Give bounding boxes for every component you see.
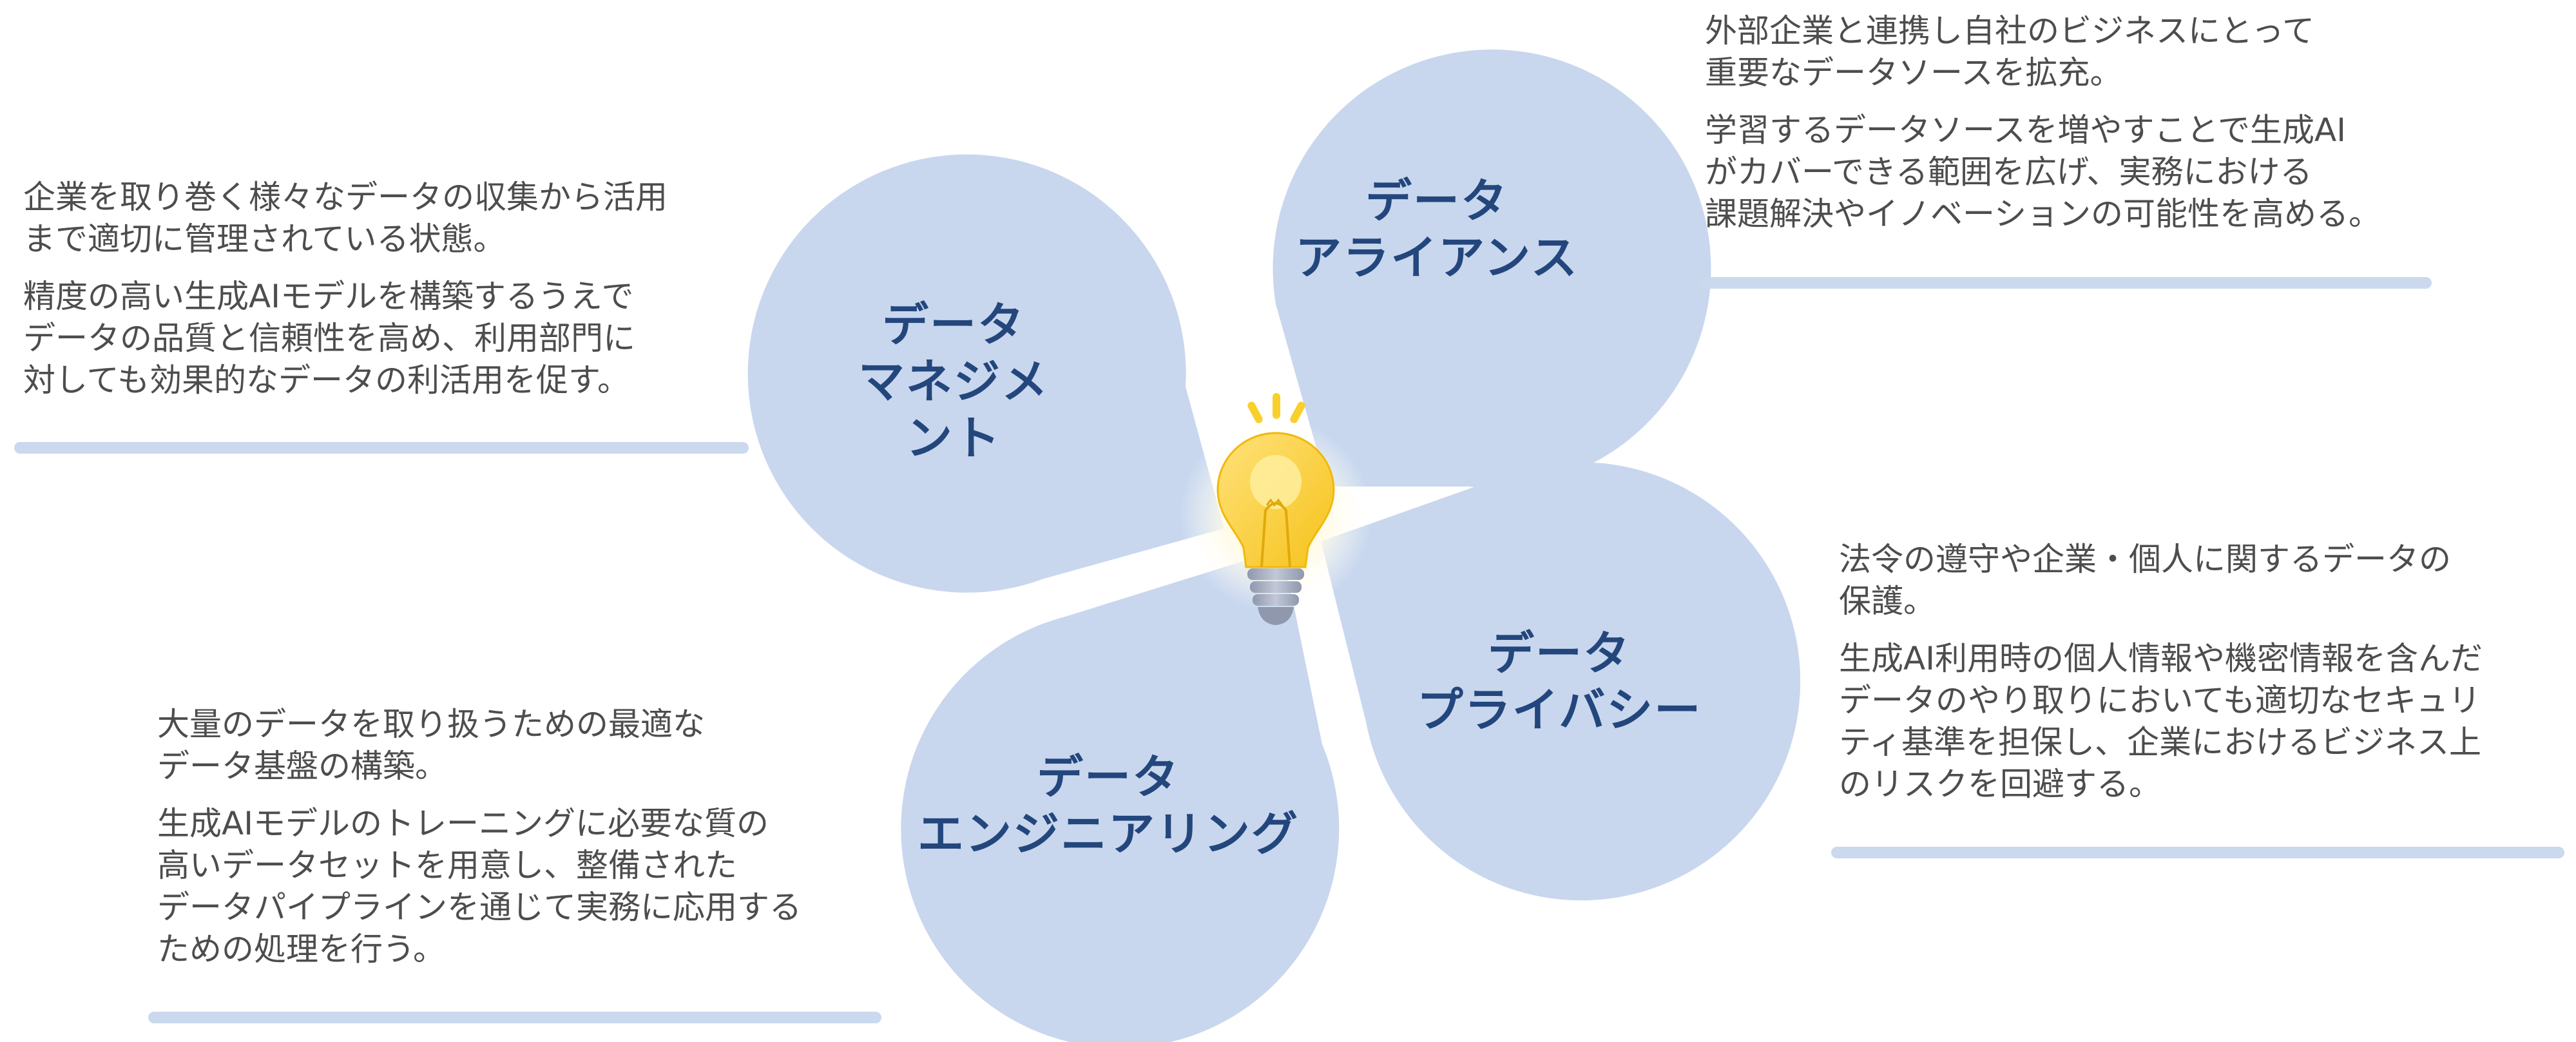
- divider-line: [14, 442, 749, 454]
- petal-data-privacy: [1321, 462, 1801, 901]
- petal-label-data-alliance: データ アライアンス: [1295, 174, 1579, 285]
- description-summary: 法令の遵守や企業・個人に関するデータの 保護。: [1839, 541, 2451, 620]
- petal-data-alliance: [1273, 49, 1711, 488]
- petal-label-data-management: データ マネジメント: [858, 298, 1049, 465]
- divider-line: [1698, 277, 2432, 289]
- petal-label-data-privacy: データ プライバシー: [1416, 626, 1702, 737]
- petal-label-data-engineering: データ エンジニアリング: [917, 750, 1299, 861]
- divider-line: [1831, 847, 2564, 858]
- description-data-privacy: 法令の遵守や企業・個人に関するデータの 保護。 生成AI利用時の個人情報や機密情…: [1839, 539, 2561, 806]
- description-detail: 生成AI利用時の個人情報や機密情報を含んだ データのやり取りにおいても適切なセキ…: [1839, 640, 2483, 803]
- description-data-alliance: 外部企業と連携し自社のビジネスにとって 重要なデータソースを拡充。 学習するデー…: [1705, 10, 2478, 235]
- divider-line: [148, 1012, 881, 1023]
- description-data-engineering: 大量のデータを取り扱うための最適な データ基盤の構築。 生成AIモデルのトレーニ…: [157, 704, 885, 970]
- description-detail: 生成AIモデルのトレーニングに必要な質の 高いデータセットを用意し、整備された …: [157, 805, 802, 968]
- description-data-management: 企業を取り巻く様々なデータの収集から活用 まで適切に管理されている状態。 精度の…: [23, 177, 758, 401]
- description-detail: 学習するデータソースを増やすことで生成AI がカバーできる範囲を広げ、実務におけ…: [1705, 111, 2381, 233]
- description-detail: 精度の高い生成AIモデルを構築するうえで データの品質と信頼性を高め、利用部門に…: [23, 278, 635, 399]
- description-summary: 大量のデータを取り扱うための最適な データ基盤の構築。: [157, 706, 705, 785]
- lightbulb-icon: [1179, 393, 1372, 625]
- petal-data-management: [747, 154, 1224, 593]
- petal-data-engineering: [901, 549, 1340, 1042]
- description-summary: 企業を取り巻く様々なデータの収集から活用 まで適切に管理されている状態。: [23, 178, 668, 258]
- description-summary: 外部企業と連携し自社のビジネスにとって 重要なデータソースを拡充。: [1705, 12, 2314, 92]
